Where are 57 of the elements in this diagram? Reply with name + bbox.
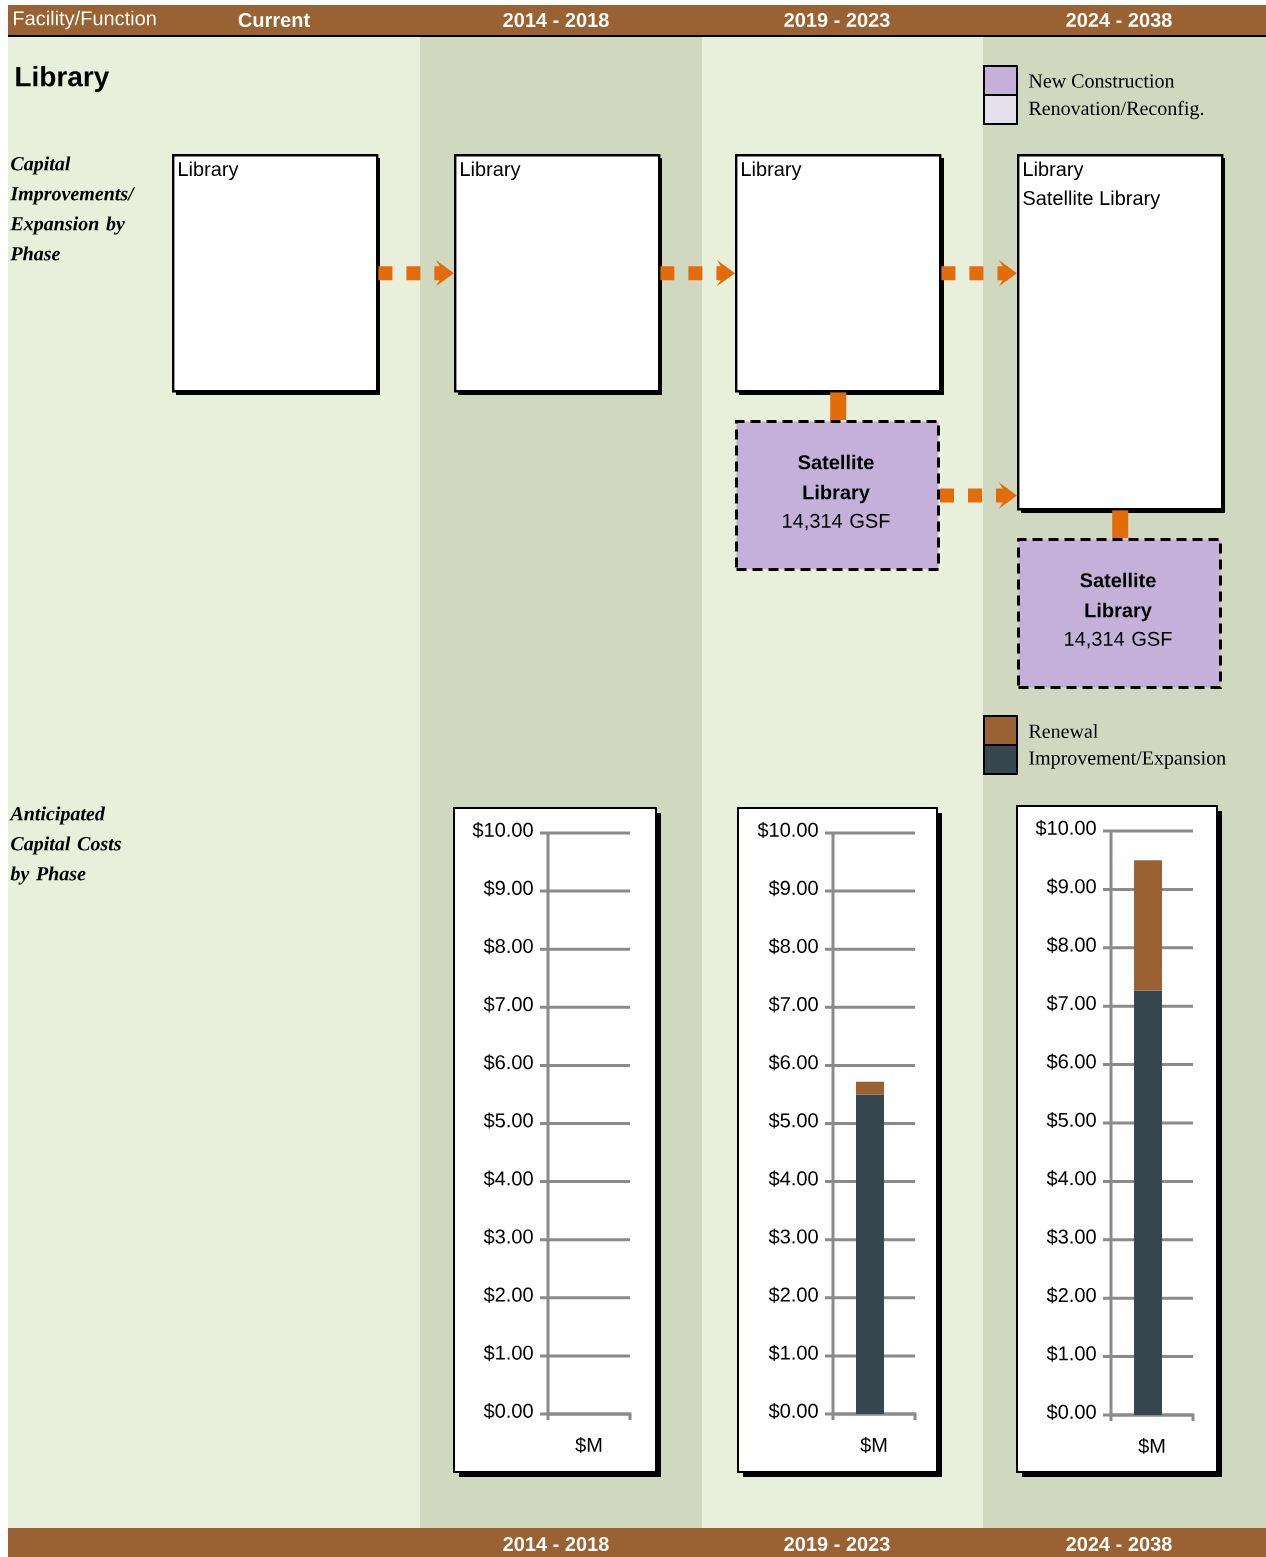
header-label: Current [238, 12, 310, 28]
tick-label: $4.00 [483, 1170, 533, 1187]
tick-label: $0.00 [768, 1402, 818, 1420]
tick-label: $2.00 [1046, 1287, 1096, 1304]
axis-label: $M [575, 1436, 602, 1454]
tick-label: $2.00 [768, 1286, 818, 1303]
section-title: Library [16, 65, 110, 93]
tick-label: $5.00 [768, 1112, 818, 1129]
tick-label: $7.00 [1046, 995, 1096, 1012]
tick-label: $9.00 [768, 880, 818, 897]
new-building-box: Satellite Library 14,314 GSF [735, 420, 940, 571]
tick-label: $7.00 [768, 996, 818, 1013]
tick-label: $9.00 [1046, 878, 1096, 895]
tick-label: $3.00 [1046, 1228, 1096, 1245]
tick-label: $0.00 [483, 1402, 533, 1420]
header-label: Facility/Function [14, 10, 156, 30]
tick-label: $8.00 [768, 938, 818, 955]
row-label: Anticipated Capital Costs by Phase [9, 806, 121, 885]
tick-label: $3.00 [483, 1228, 533, 1245]
tick-label: $4.00 [1046, 1170, 1096, 1187]
footer-label: 2014 - 2018 [503, 1536, 609, 1552]
building-box: Library [454, 154, 662, 395]
legend-label: Improvement/Expansion [1029, 751, 1226, 769]
tick-label: $7.00 [483, 996, 533, 1013]
building-box: Library Satellite Library [1017, 154, 1225, 513]
tick-label: $8.00 [483, 938, 533, 955]
new-building-box: Satellite Library 14,314 GSF [1017, 538, 1222, 689]
tick-label: $4.00 [768, 1170, 818, 1187]
footer-label: 2019 - 2023 [784, 1536, 890, 1552]
legend-label: New Construction [1028, 74, 1175, 88]
tick-label: $2.00 [483, 1286, 533, 1303]
tick-label: $6.00 [1046, 1053, 1096, 1070]
tick-label: $9.00 [483, 880, 533, 897]
tick-label: $10.00 [1035, 819, 1096, 837]
row-label: Capital Improvements/ Expansion by Phase [10, 156, 136, 261]
header-label: 2024 - 2038 [1066, 12, 1172, 28]
legend-label: Renewal [1028, 723, 1098, 739]
building-box: Library [735, 154, 944, 395]
footer-label: 2024 - 2038 [1066, 1536, 1172, 1552]
axis-label: $M [1138, 1437, 1165, 1455]
tick-label: $3.00 [768, 1228, 818, 1245]
tick-label: $6.00 [768, 1054, 818, 1071]
tick-label: $1.00 [768, 1344, 818, 1361]
header-label: 2019 - 2023 [784, 12, 890, 28]
tick-label: $10.00 [757, 821, 818, 839]
header-label: 2014 - 2018 [503, 12, 609, 28]
axis-label: $M [860, 1436, 887, 1454]
tick-label: $6.00 [483, 1054, 533, 1071]
legend-label: Renovation/Reconfig. [1028, 100, 1204, 120]
tick-label: $5.00 [483, 1112, 533, 1129]
building-box: Library [172, 154, 380, 395]
tick-label: $1.00 [1046, 1345, 1096, 1362]
tick-label: $5.00 [1046, 1111, 1096, 1129]
tick-label: $0.00 [1046, 1403, 1096, 1421]
tick-label: $1.00 [483, 1344, 533, 1361]
tick-label: $8.00 [1046, 936, 1096, 953]
tick-label: $10.00 [472, 821, 533, 839]
